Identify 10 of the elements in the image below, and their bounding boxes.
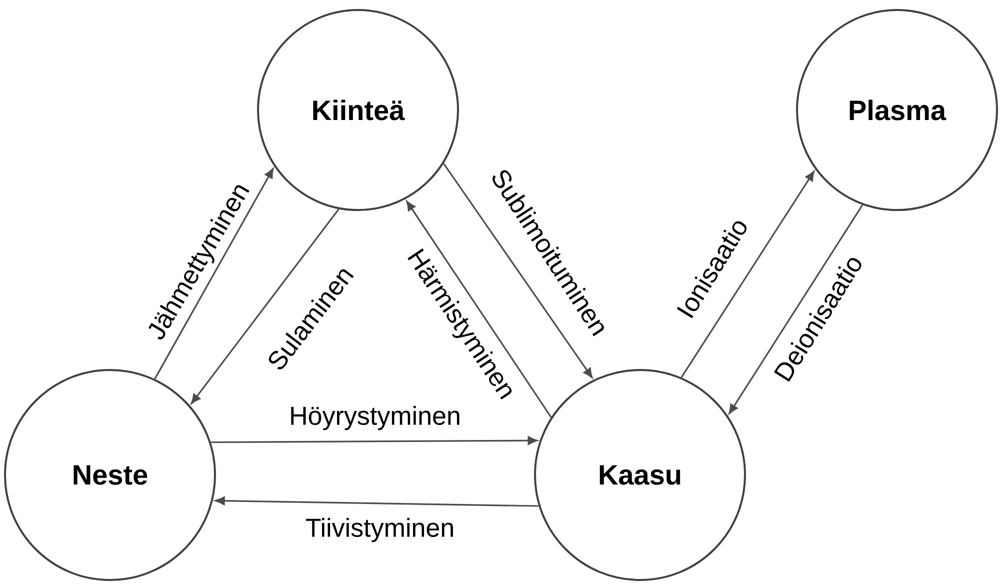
edge-label: Höyrystyminen: [291, 406, 460, 430]
arrow: [215, 496, 539, 507]
arrow: [210, 436, 538, 445]
arrow: [191, 208, 340, 404]
arrow: [443, 163, 593, 378]
arrow: [406, 200, 552, 418]
arrow: [680, 171, 814, 378]
edge-label: Tiivistyminen: [306, 518, 453, 542]
arrow: [728, 204, 864, 414]
arrow: [154, 168, 274, 380]
